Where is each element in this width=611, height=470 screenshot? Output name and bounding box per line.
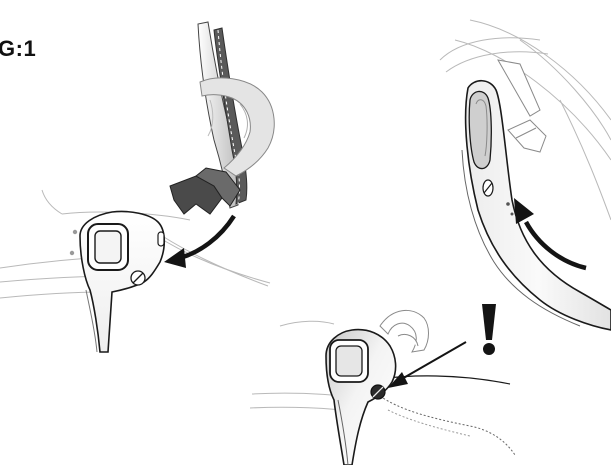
curved-arrow-icon	[164, 216, 234, 268]
exclamation-icon	[482, 304, 496, 355]
dotted-guide-line	[388, 410, 470, 436]
straight-arrow-icon	[388, 342, 466, 388]
screw-icon	[483, 180, 493, 196]
lower-belt-guide-inner	[336, 346, 362, 376]
left-scene	[0, 22, 274, 352]
rivet-dot	[70, 251, 74, 255]
pillar-opening	[469, 91, 491, 168]
slot	[158, 232, 164, 246]
dotted-guide-line	[380, 396, 515, 455]
clip-dot	[506, 202, 510, 206]
latch-mechanism	[498, 60, 546, 152]
screw-icon	[371, 385, 385, 399]
belt-guide-inner	[95, 231, 121, 263]
seat-belt-strap	[170, 22, 274, 214]
clip-dot	[511, 213, 514, 216]
right-scene	[440, 20, 611, 330]
figure-label: G:1	[0, 38, 36, 60]
bottom-scene	[250, 304, 515, 465]
screw-icon	[131, 271, 145, 285]
rivet-dot	[73, 230, 77, 234]
